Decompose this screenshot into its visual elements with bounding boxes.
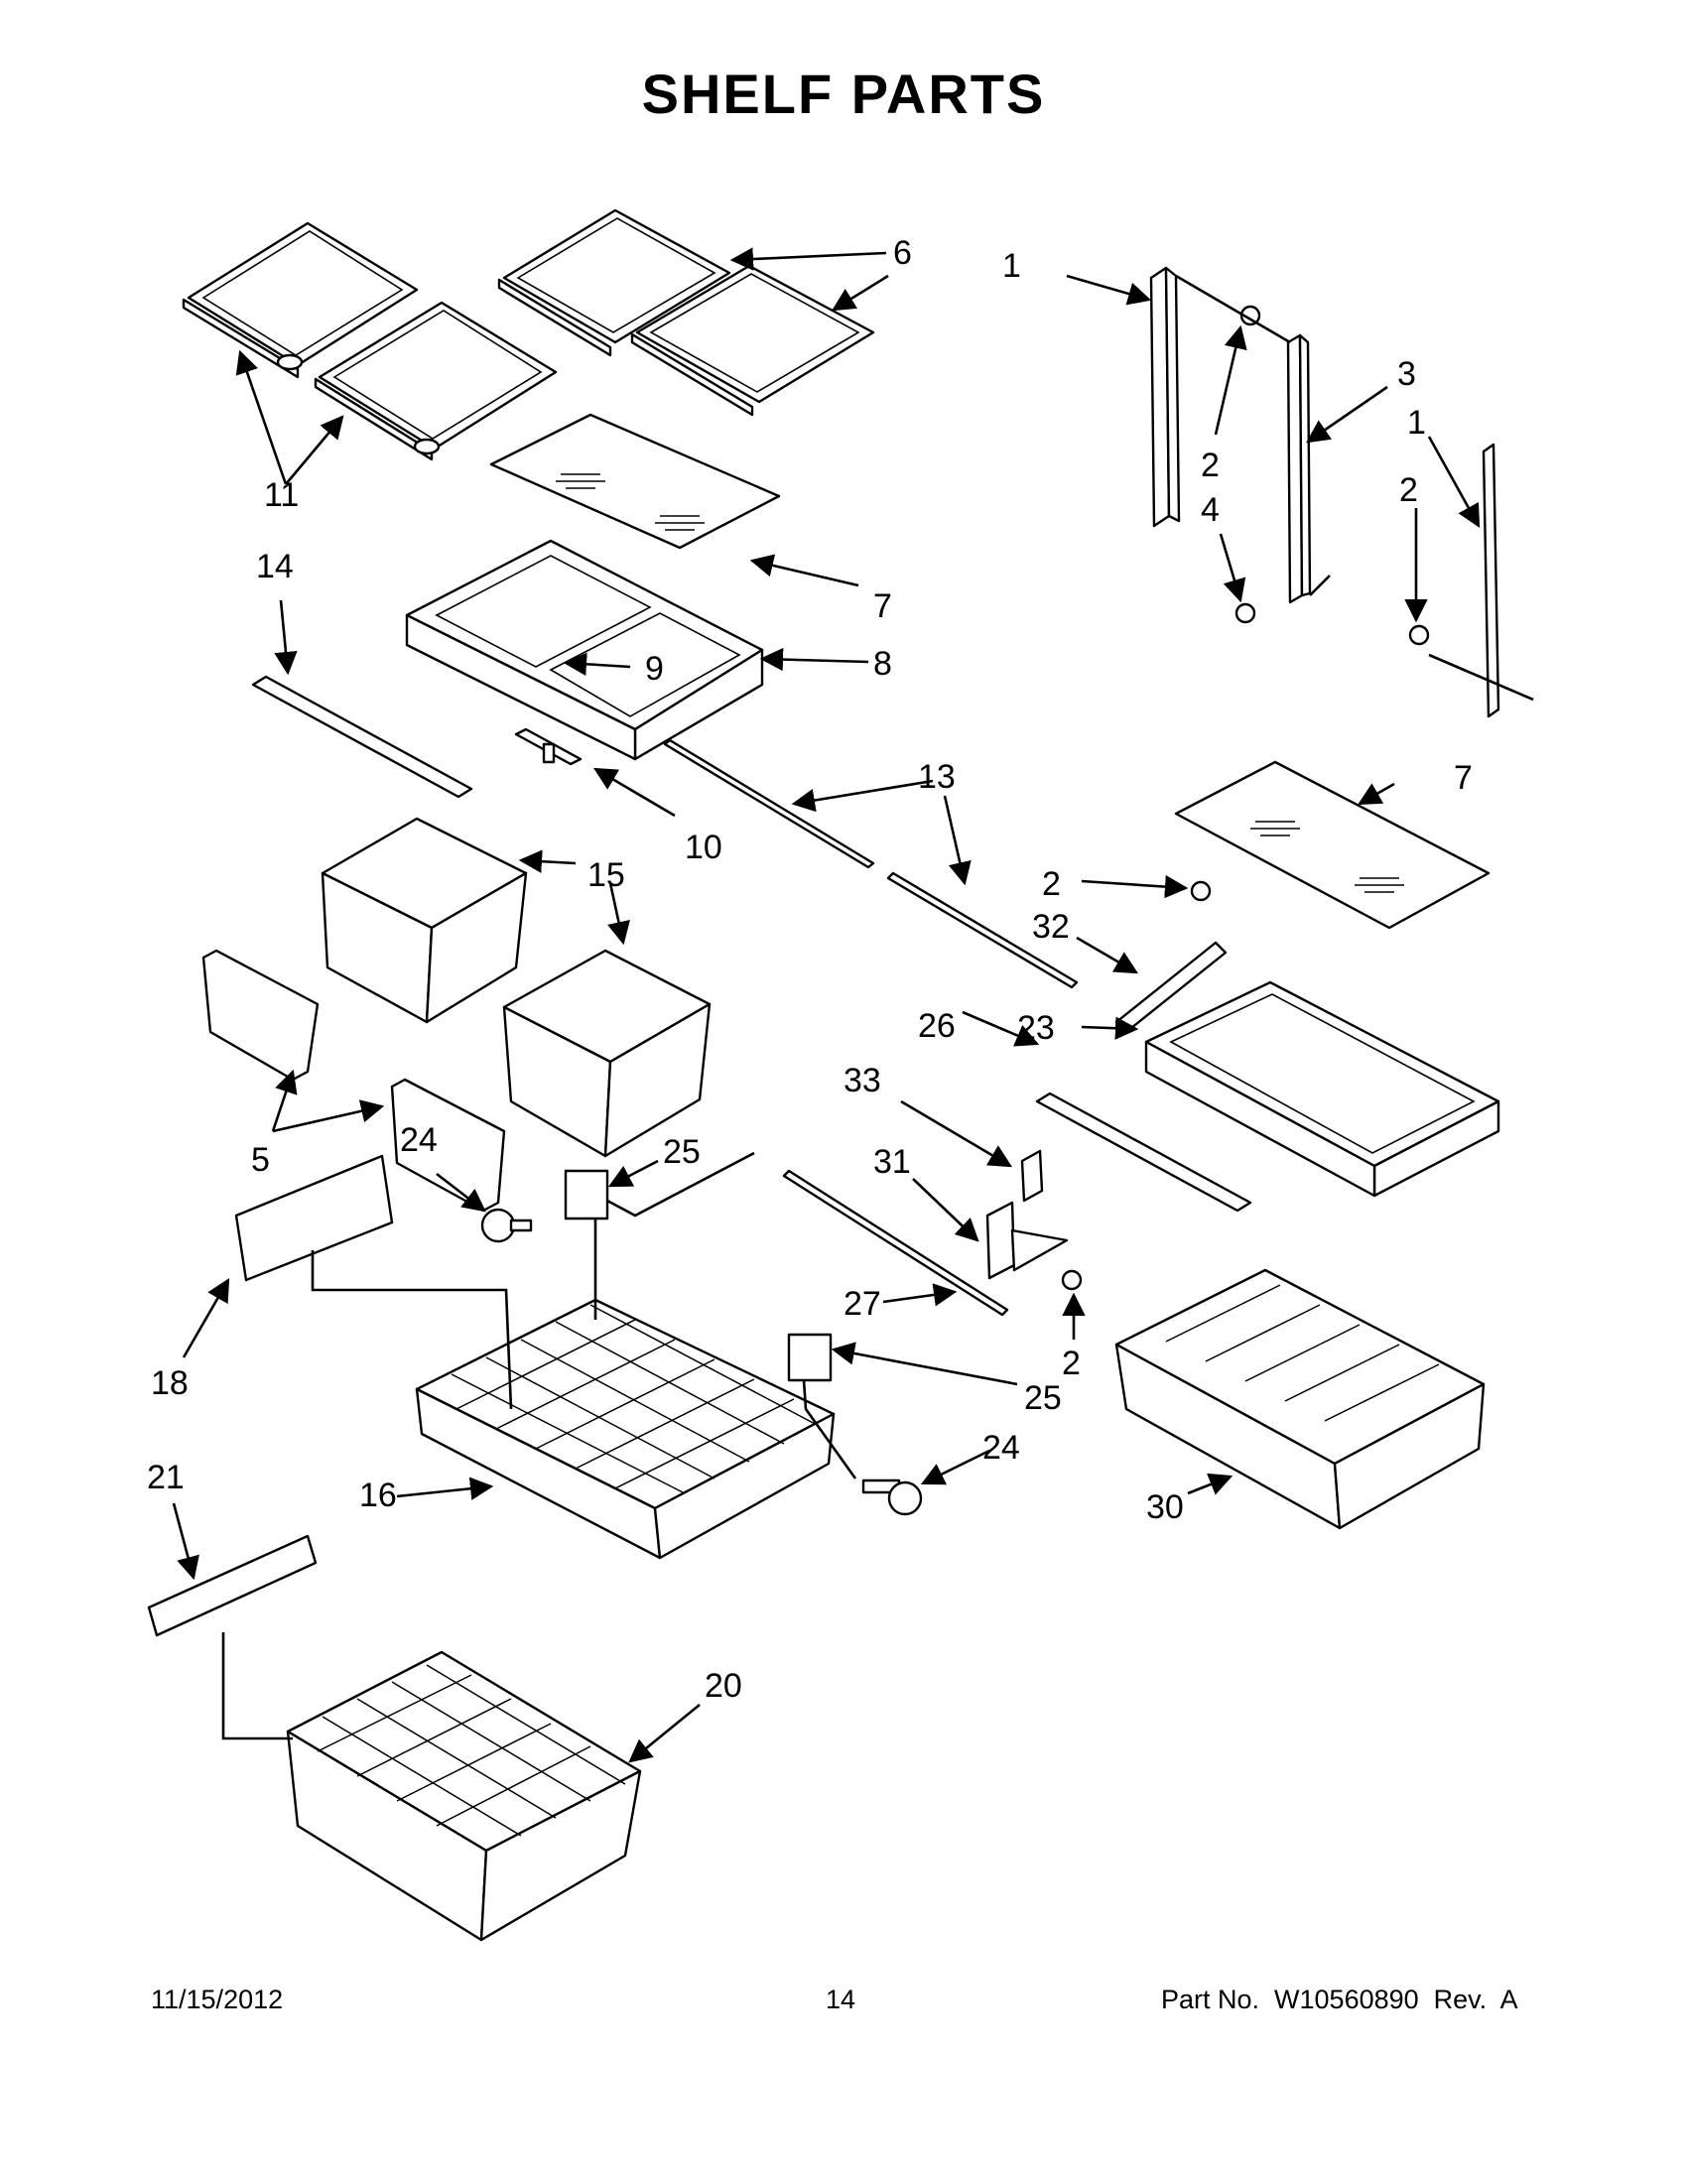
- footer-page-number: 14: [826, 1985, 856, 2014]
- page-title: SHELF PARTS: [641, 63, 1046, 125]
- screw-2-right: [1408, 624, 1430, 646]
- shelf-11-right: [314, 301, 558, 461]
- roller-24-lower: [861, 1478, 923, 1516]
- callout-27: 27: [844, 1285, 881, 1323]
- wire-basket-20: [286, 1650, 642, 1942]
- connector-lines: [221, 274, 1534, 1740]
- shelf-6-front: [630, 264, 875, 417]
- callout-33: 33: [844, 1062, 881, 1099]
- callout-26: 26: [918, 1007, 956, 1045]
- callout-15: 15: [587, 856, 625, 894]
- callout-9: 9: [645, 650, 664, 688]
- handle-5-right: [390, 1078, 506, 1213]
- crisper-cover-23: [1144, 980, 1500, 1198]
- screw-2-top: [1239, 305, 1261, 326]
- callout-2: 2: [1201, 447, 1220, 484]
- screw-2-mid: [1190, 880, 1212, 902]
- shelf-11-left: [182, 221, 419, 379]
- callout-24: 24: [982, 1429, 1020, 1467]
- callout-6: 6: [893, 234, 912, 272]
- bracket-33: [1020, 1149, 1044, 1203]
- side-rack-18: [234, 1154, 394, 1282]
- callout-21: 21: [147, 1459, 185, 1496]
- callout-4: 4: [1201, 491, 1220, 529]
- callout-25: 25: [663, 1133, 701, 1171]
- callout-24: 24: [400, 1121, 438, 1159]
- callout-14: 14: [256, 548, 294, 585]
- callout-16: 16: [359, 1477, 397, 1514]
- callout-25: 25: [1024, 1379, 1062, 1417]
- trim-strip-14: [251, 675, 473, 799]
- guide-25-upper: [564, 1169, 609, 1220]
- callout-2: 2: [1042, 865, 1061, 903]
- side-rack-21: [147, 1534, 318, 1637]
- callout-31: 31: [873, 1143, 911, 1181]
- callout-2: 2: [1399, 471, 1418, 509]
- screw-2-lower: [1061, 1269, 1083, 1291]
- callout-23: 23: [1017, 1009, 1055, 1047]
- rail-1-right: [1482, 443, 1500, 718]
- callout-labels: 1 6 3 1 2 4 2 11 14 7 9 8 13 10 7 15 2 3…: [147, 234, 1473, 1705]
- trim-strip-26: [1035, 1092, 1252, 1213]
- callout-7: 7: [1454, 759, 1473, 797]
- callout-11: 11: [264, 476, 299, 514]
- callout-20: 20: [705, 1667, 742, 1705]
- screw-4: [1234, 602, 1256, 624]
- callout-32: 32: [1032, 908, 1070, 946]
- callout-18: 18: [151, 1364, 189, 1402]
- bin-15-left: [321, 817, 528, 1024]
- callout-5: 5: [251, 1141, 270, 1179]
- rod-13: [663, 738, 1079, 989]
- freezer-drawer-30: [1114, 1268, 1486, 1530]
- crisper-cover-frame-8: [405, 539, 764, 761]
- glass-shelf-7-upper: [489, 413, 781, 550]
- callout-13: 13: [918, 758, 956, 796]
- callout-2: 2: [1062, 1345, 1081, 1382]
- clip-10: [514, 727, 583, 766]
- rail-1-left: [1149, 266, 1181, 528]
- handle-5-left: [201, 949, 320, 1082]
- callout-1: 1: [1002, 247, 1021, 285]
- rail-3: [1286, 333, 1312, 604]
- rod-27: [782, 1169, 1009, 1317]
- callout-1: 1: [1407, 404, 1426, 442]
- footer-part-number: Part No. W10560890 Rev. A: [1161, 1985, 1518, 2014]
- leader-arrows: [172, 247, 1481, 1763]
- callout-3: 3: [1397, 355, 1416, 393]
- callout-7: 7: [873, 587, 892, 625]
- footer-date: 11/15/2012: [151, 1985, 284, 2014]
- roller-24-upper: [480, 1208, 533, 1243]
- bin-15-right: [502, 949, 712, 1158]
- glass-shelf-7-lower: [1174, 760, 1491, 930]
- callout-8: 8: [873, 645, 892, 683]
- shelf-6-back: [497, 208, 731, 357]
- callout-30: 30: [1146, 1488, 1184, 1526]
- wire-basket-16: [415, 1298, 836, 1560]
- bracket-31: [985, 1201, 1069, 1280]
- callout-10: 10: [685, 829, 722, 866]
- guide-25-lower: [787, 1333, 833, 1382]
